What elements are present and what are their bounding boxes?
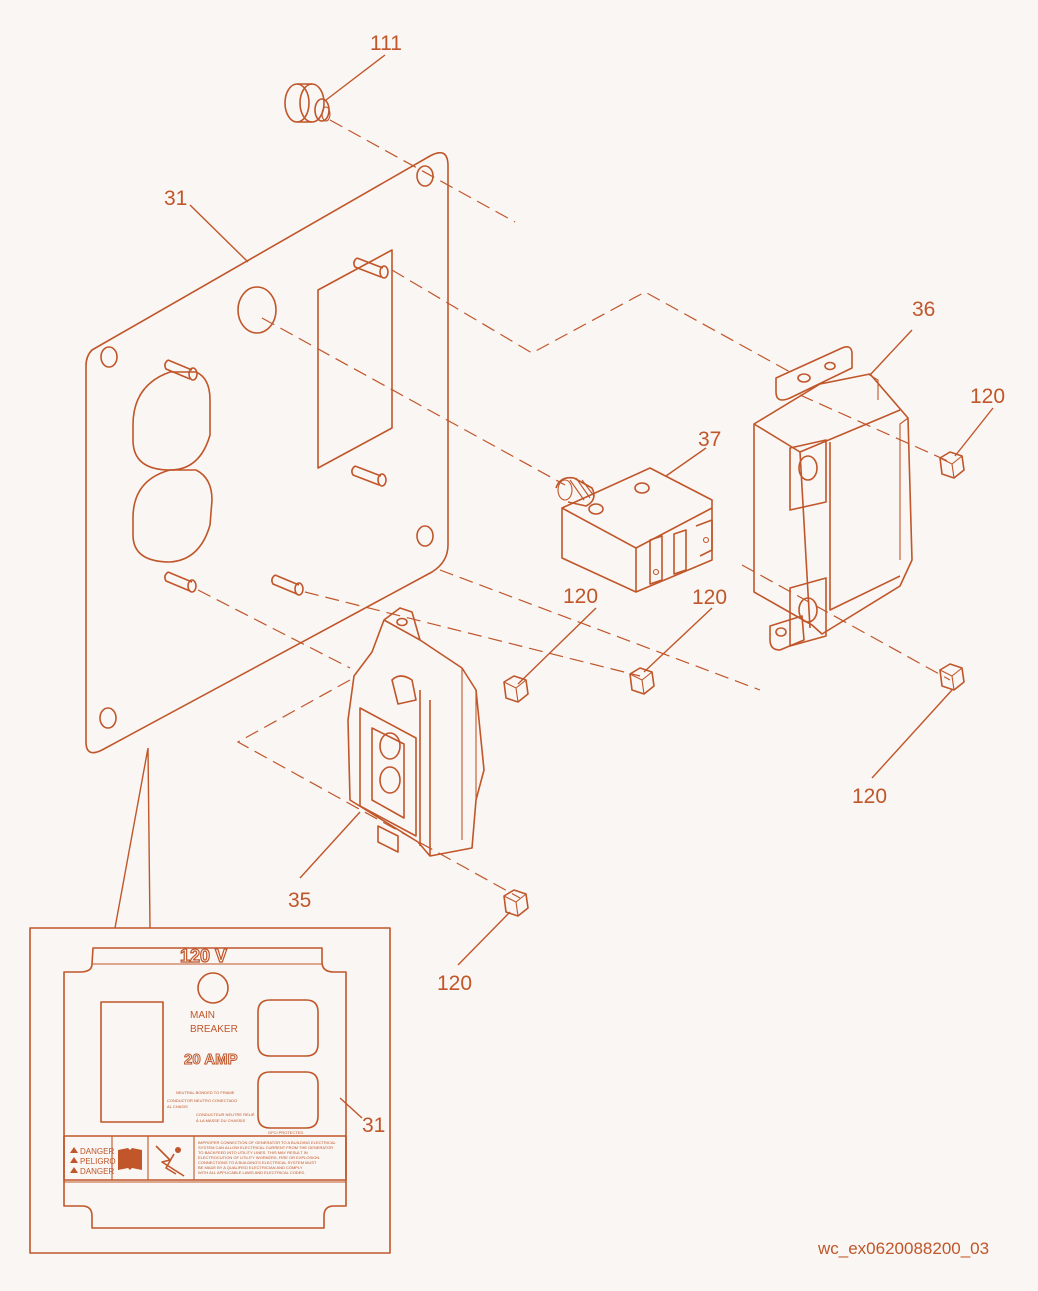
nut-part-120-middle-left[interactable] [503,675,529,703]
receptacle-part-36[interactable] [753,346,913,651]
decal-warning-line: CONNECTIONS TO A BUILDING'S ELECTRICAL S… [198,1160,317,1165]
decal-warning-line: BE MADE BY A QUALIFIED ELECTRICIAN AND C… [198,1165,303,1170]
decal-warning-line: SYSTEM CAN ALLOW ELECTRICAL CURRENT FROM… [198,1145,333,1150]
decal-breaker: BREAKER [190,1024,238,1035]
decal-amp-rating: 20 AMP [184,1051,238,1068]
leader-37 [665,447,707,477]
decal-neutral-1: NEUTRAL BONDED TO FRAME [176,1090,235,1095]
decal-danger-1: DANGER [80,1147,114,1156]
receptacle-part-35[interactable] [347,607,485,857]
assembly-lines [197,269,951,899]
decal-neutral-3: AL CHASIS [167,1104,188,1109]
callout-120-bottom: 120 [437,972,472,995]
decal-inset [29,747,391,1254]
callout-37: 37 [698,428,721,451]
nut-part-120-upper-right[interactable] [939,451,965,479]
decal-main: MAIN [190,1010,215,1021]
decal-neutral-2: CONDUCTOR NEUTRO CONECTADO [167,1098,237,1103]
decal-gfci: GFCI PROTECTED [268,1130,303,1135]
callout-111: 111 [370,32,402,55]
callout-120-middle-left: 120 [563,585,598,608]
decal-warning-line: WITH ALL APPLICABLE LAWS AND ELECTRICAL … [198,1170,305,1175]
leader-35 [299,811,361,879]
decal-neutral-5: À LA MASSE DU CHASSIS [196,1118,245,1123]
callout-120-right-top: 120 [970,385,1005,408]
callout-120-right-bottom: 120 [852,785,887,808]
callout-31-top: 31 [164,187,187,210]
callout-120-middle-right: 120 [692,586,727,609]
decal-danger-3: DANGER [80,1167,114,1176]
grommet-part-111[interactable] [284,83,331,123]
decal-warning-line: TO BACKFEED INTO UTILITY LINES. THIS MAY… [198,1150,308,1155]
callout-36: 36 [912,298,935,321]
decal-danger-2: PELIGRO [80,1157,116,1166]
callout-leaders [189,54,994,966]
decal-warning-line: ELECTROCUTION OF UTILITY WORKERS, FIRE O… [198,1155,320,1160]
leader-31-inset [339,1097,363,1119]
nut-part-120-lower-right[interactable] [939,663,965,691]
panel-plate-part-31[interactable] [85,151,449,754]
decal-warning-line: IMPROPER CONNECTION OF GENERATOR TO A BU… [198,1140,337,1145]
decal-neutral-4: CONDUCTEUR NEUTRE RELIÉ [196,1112,255,1117]
assembly-line-111 [329,119,516,223]
nut-part-120-bottom[interactable] [503,889,529,917]
callout-31-inset: 31 [362,1114,385,1137]
nut-part-120-middle-right[interactable] [629,667,655,695]
drawing-id: wc_ex0620088200_03 [817,1239,989,1258]
callout-35: 35 [288,889,311,912]
circuit-breaker-part-37[interactable] [555,467,713,593]
decal-voltage: 120 V [180,946,227,966]
leader-36 [869,329,913,376]
